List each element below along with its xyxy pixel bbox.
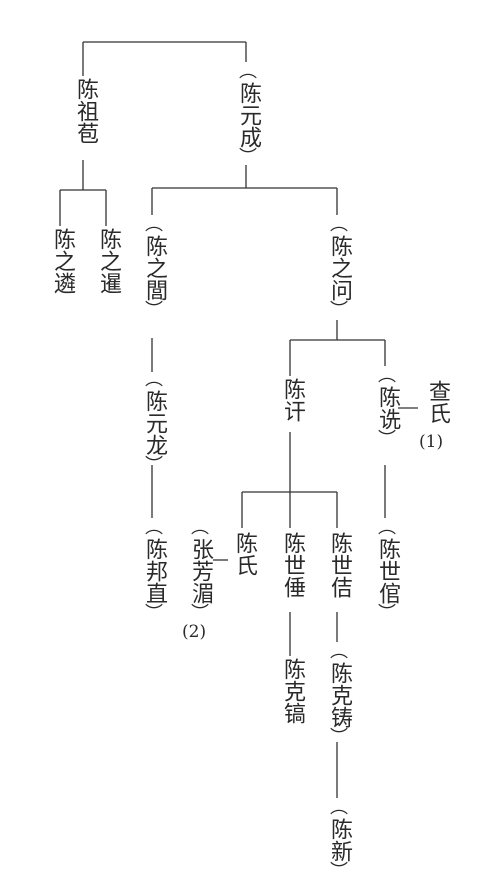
- person-zha-shi: 查氏: [425, 380, 450, 424]
- person-chen-zhiwen: ︵陈之问︶: [327, 214, 352, 321]
- person-chen-kegao: 陈克镐: [280, 658, 305, 724]
- spouse-note-2: (2): [182, 622, 207, 642]
- person-chen-xin: ︵陈新︶: [327, 797, 352, 882]
- person-chen-zhixian: ︵陈之閭︶: [142, 214, 167, 321]
- person-chen-bangzhi: ︵陈邦直︶: [142, 517, 167, 624]
- person-chen-xu: 陈讦: [280, 378, 305, 422]
- person-chen-zhichi: 陈之暹: [96, 228, 121, 294]
- person-chen-shiguan: ︵陈世倌︶: [375, 517, 400, 624]
- person-chen-zubao: 陈祖苞: [73, 78, 98, 144]
- person-chen-shiji: 陈世佶: [327, 532, 352, 598]
- person-chen-shi: 陈氏: [232, 532, 257, 576]
- person-chen-xian: ︵陈诜︶: [375, 365, 400, 450]
- person-zhang-fangmei: ︵张芳湄︶: [188, 517, 213, 624]
- person-chen-yuanlong: ︵陈元龙︶: [142, 369, 167, 476]
- person-chen-shichui: 陈世倕: [280, 532, 305, 598]
- spouse-note-1: (1): [419, 432, 444, 452]
- person-chen-yuancheng: ︵陈元成︶: [236, 61, 261, 168]
- person-chen-zhilin: 陈之遴: [50, 228, 75, 294]
- person-chen-kezhu: ︵陈克铸︶: [327, 641, 352, 748]
